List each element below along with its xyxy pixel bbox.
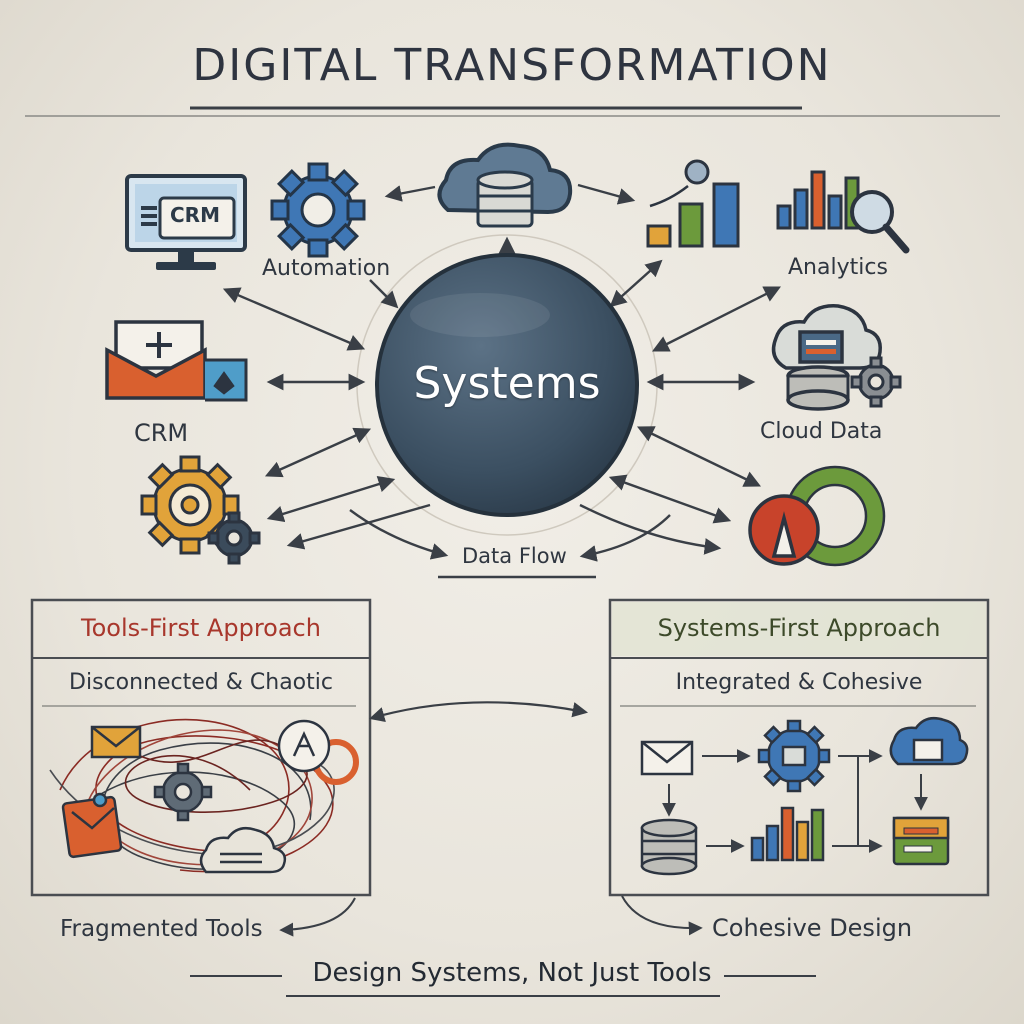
crm-envelope-icon xyxy=(105,320,248,402)
bar-chart-icon-integrated xyxy=(750,806,825,862)
automation-label: Automation xyxy=(262,256,391,281)
integrated-flow xyxy=(640,717,969,876)
cloud-database-icon xyxy=(437,142,573,228)
systems-label: Systems xyxy=(413,358,601,409)
data-flow-label: Data Flow xyxy=(462,544,567,568)
systems-first-panel xyxy=(608,598,990,897)
cohesive-design-caption: Cohesive Design xyxy=(712,914,913,942)
automation-gear-icon xyxy=(270,162,366,258)
systems-circle xyxy=(375,253,639,517)
cloud-icon-integrated xyxy=(889,717,969,766)
tool-badge-icon-chaotic xyxy=(277,719,359,785)
email-icon-integrated xyxy=(640,740,694,776)
cloud-icon-chaotic xyxy=(199,827,287,874)
gear-icon-integrated xyxy=(757,719,831,793)
tools-first-subtitle: Disconnected & Chaotic xyxy=(69,670,333,695)
cloud-data-label: Cloud Data xyxy=(760,419,883,444)
donut-chart-icon xyxy=(748,465,886,567)
compare-arrow xyxy=(369,701,589,723)
process-gears-icon xyxy=(140,455,261,565)
systems-first-subtitle: Integrated & Cohesive xyxy=(675,670,923,695)
fragmented-caption-arrow xyxy=(279,897,356,937)
page-title: DIGITAL TRANSFORMATION xyxy=(192,40,832,91)
cohesive-caption-arrow xyxy=(621,895,703,936)
crm-monitor-icon xyxy=(125,174,247,270)
tools-first-title: Tools-First Approach xyxy=(81,614,321,642)
growth-chart-icon xyxy=(646,159,740,248)
analytics-label: Analytics xyxy=(788,255,888,280)
cloud-server-icon xyxy=(771,304,902,411)
fragmented-tools-caption: Fragmented Tools xyxy=(60,916,263,942)
database-icon-integrated xyxy=(640,818,698,876)
crm-label: CRM xyxy=(134,419,189,447)
phone-envelope-icon-chaotic xyxy=(61,792,123,859)
gear-icon-chaotic xyxy=(153,762,213,822)
tools-first-panel xyxy=(30,598,372,897)
dashboard-icon-integrated xyxy=(892,816,950,866)
crm-screen-label: CRM xyxy=(170,203,220,227)
flow-arrows xyxy=(222,183,782,562)
analytics-magnifier-icon xyxy=(776,170,910,254)
email-icon-chaotic xyxy=(90,725,142,759)
systems-first-title: Systems-First Approach xyxy=(657,614,941,642)
footer-tagline: Design Systems, Not Just Tools xyxy=(312,958,712,988)
